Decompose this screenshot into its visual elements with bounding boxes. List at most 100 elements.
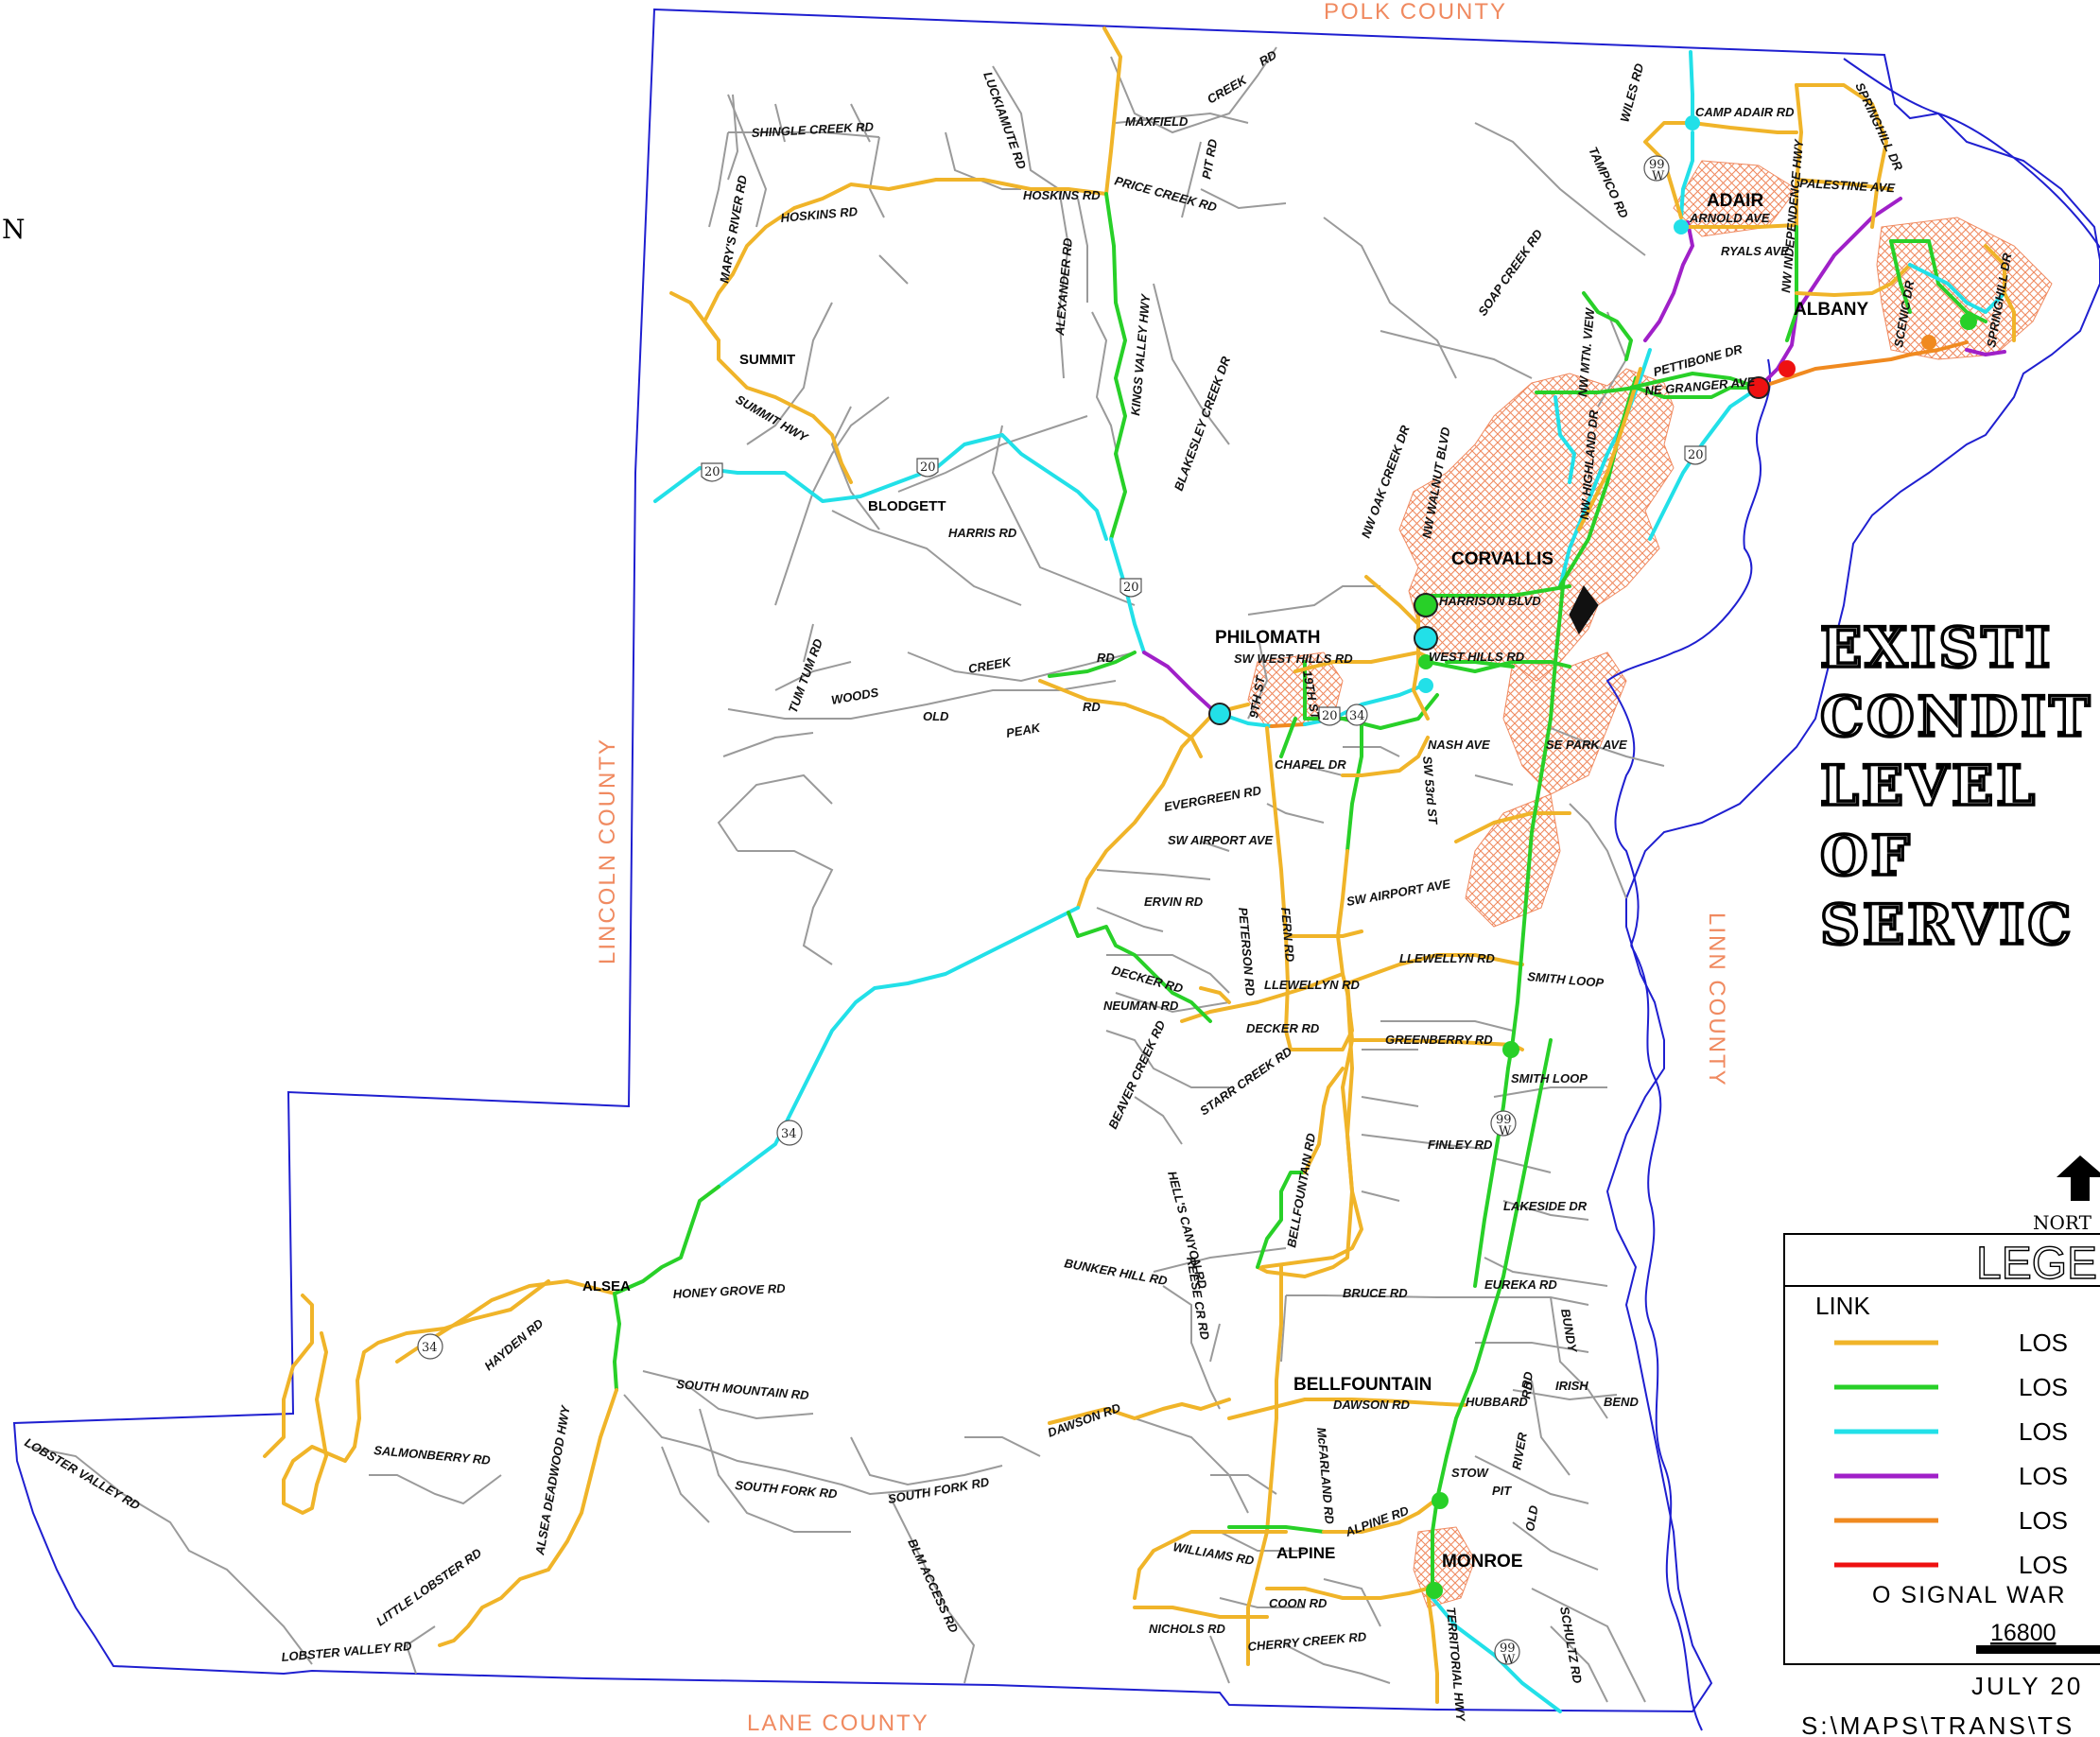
intersection-dot <box>1418 654 1433 669</box>
intersection-dot <box>1674 219 1689 234</box>
los-c-link <box>653 433 1108 541</box>
urban-areas <box>1247 160 2053 1608</box>
los-b-link <box>1473 565 1567 1288</box>
road-label: SHINGLE CREEK RD <box>751 119 875 140</box>
road-label: SW WEST HILLS RD <box>1234 651 1353 666</box>
north-arrow: NORT <box>2033 1155 2100 1234</box>
intersection-dot <box>1960 313 1977 330</box>
los-b-link <box>1104 192 1127 541</box>
los-a-link <box>703 178 1108 484</box>
town-label: ADAIR <box>1707 191 1763 211</box>
road-label: HARRISON BLVD <box>1439 594 1541 608</box>
los-a-link <box>1038 679 1203 758</box>
los-a-link <box>1345 953 1524 985</box>
los-b-link <box>1889 239 1912 314</box>
road-label: CHERRY CREEK RD <box>1247 1629 1367 1654</box>
town-label: CORVALLIS <box>1451 549 1553 569</box>
road-label: CREEK <box>967 654 1014 676</box>
or-99w-shield: 99W <box>1494 1639 1520 1667</box>
svg-text:20: 20 <box>1123 581 1139 595</box>
county-boundary <box>12 8 2100 1713</box>
intersection-dot <box>1432 1492 1449 1509</box>
road-label: LLEWELLYN RD <box>1264 978 1360 992</box>
road-label: OLD <box>1522 1503 1541 1532</box>
town-label: MONROE <box>1442 1552 1523 1572</box>
los-a-link <box>1336 849 1349 995</box>
road-label: FERN RD <box>1278 907 1297 963</box>
road-label: SOUTH MOUNTAIN RD <box>676 1377 810 1402</box>
los-a-link <box>1691 121 1798 134</box>
intersection-dot <box>1685 115 1700 130</box>
signal-warrant-marker <box>1208 703 1231 725</box>
los-a-link <box>2003 291 2016 342</box>
road-label: MAXFIELD <box>1125 114 1189 129</box>
svg-text:W: W <box>1499 1124 1512 1138</box>
road-label: NEUMAN RD <box>1103 999 1179 1013</box>
road-label: HONEY GROVE RD <box>672 1281 786 1301</box>
road-label: LITTLE LOBSTER RD <box>373 1545 484 1628</box>
road-label: FINLEY RD <box>1428 1138 1493 1152</box>
intersection-markers <box>1208 115 1977 1599</box>
los-b-link <box>1256 1171 1307 1269</box>
town-label: ALSEA <box>582 1278 631 1294</box>
legend-signal-label: O SIGNAL WAR <box>1872 1582 2067 1608</box>
legend-item-label: LOS <box>2019 1373 2068 1401</box>
or-34-shield: 34 <box>417 1333 443 1360</box>
los-c-link <box>1908 263 2006 314</box>
los-a-link <box>1454 811 1571 843</box>
road-label: REESE CR RD <box>1184 1256 1212 1342</box>
road-label: DAWSON RD <box>1333 1398 1411 1412</box>
title-line: OF <box>1820 824 1913 888</box>
road-label: GREENBERRY RD <box>1385 1033 1493 1047</box>
town-label: ALPINE <box>1276 1544 1335 1562</box>
svg-text:20: 20 <box>920 460 936 475</box>
intersection-dot <box>1921 335 1936 350</box>
road-label: ERVIN RD <box>1144 895 1204 909</box>
los-b-link <box>1303 660 1363 853</box>
town-labels: SUMMIT BLODGETT PHILOMATH CORVALLIS ADAI… <box>582 191 1868 1572</box>
road-label: PIT RD <box>1199 137 1220 180</box>
road-label: MARY'S RIVER RD <box>717 174 750 285</box>
road-label: NE GRANGER AVE <box>1644 374 1756 398</box>
road-label: WEST HILLS RD <box>1429 650 1525 664</box>
los-a-link <box>1284 929 1363 938</box>
los-c-link <box>1431 1596 1562 1713</box>
los-e-link <box>1270 722 1307 728</box>
county-label-east: LINN COUNTY <box>1704 912 1729 1087</box>
intersection-dot <box>1502 1041 1519 1058</box>
road-label: TUM TUM RD <box>786 636 825 715</box>
road-label: SE PARK AVE <box>1546 738 1627 752</box>
los-a-link <box>1577 367 1642 531</box>
road-label: RD <box>1519 1370 1536 1391</box>
los-a-link <box>1265 726 1354 1051</box>
us-20-shield: 20 <box>1318 706 1341 726</box>
road-label: LAKESIDE DR <box>1503 1199 1588 1213</box>
road-label: STOW <box>1451 1466 1489 1480</box>
svg-text:99: 99 <box>1649 158 1665 172</box>
road-label: SCHULTZ RD <box>1557 1606 1585 1685</box>
road-label: SW 53rd ST <box>1420 756 1440 825</box>
los-a-link <box>1984 244 2006 295</box>
legend-title: LEGE <box>1976 1239 2097 1289</box>
road-label: SOUTH FORK RD <box>735 1478 839 1501</box>
county-label-south: LANE COUNTY <box>747 1711 929 1736</box>
los-a-link <box>1643 121 1694 219</box>
road-label: LOBSTER VALLEY RD <box>281 1639 413 1664</box>
road-label: HUBBARD <box>1466 1395 1528 1409</box>
legend-item-label: LOS <box>2019 1551 2068 1579</box>
los-b-link <box>613 1292 621 1392</box>
road-label: WILES RD <box>1617 61 1646 124</box>
svg-text:20: 20 <box>704 465 720 479</box>
highway-segment <box>1569 585 1599 634</box>
road-label: RD <box>1083 700 1101 714</box>
los-c-link <box>1558 348 1652 588</box>
road-label: LOBSTER VALLEY RD <box>23 1435 144 1513</box>
road-label: STARR CREEK RD <box>1197 1044 1295 1119</box>
road-label: RD <box>1257 47 1279 69</box>
los-a-link <box>1681 223 1798 229</box>
road-label: HOSKINS RD <box>780 204 859 225</box>
road-label: TERRITORIAL HWY <box>1444 1607 1468 1723</box>
road-label: PETERSON RD <box>1236 907 1258 997</box>
legend-scale-label: 16800 <box>1990 1620 2057 1646</box>
legend-link-label: LINK <box>1815 1292 1870 1320</box>
